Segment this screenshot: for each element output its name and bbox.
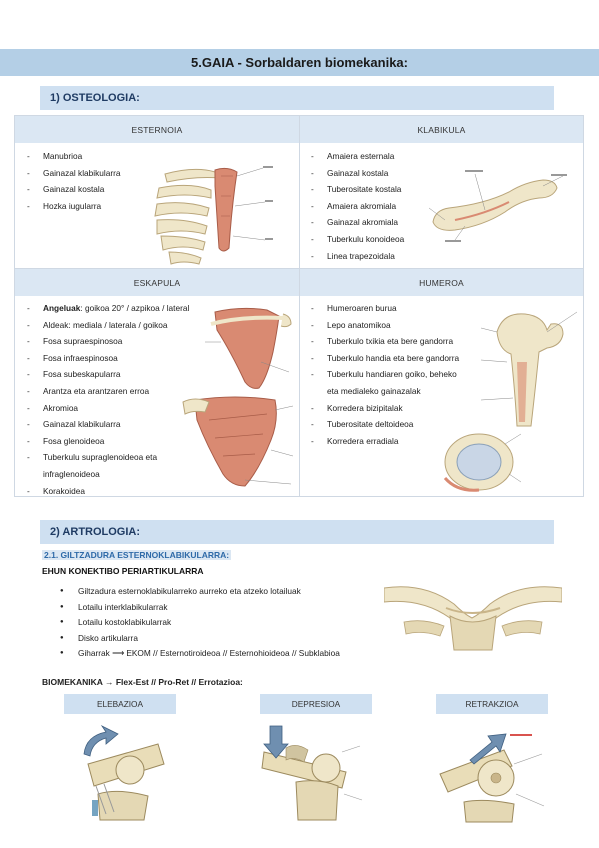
esternoia-header-text: ESTERNOIA [131,124,183,135]
list-item: Tuberkulu supraglenoideoa eta [27,449,189,466]
list-item: Hozka iugularra [27,198,120,215]
subheading-giltzadura: 2.1. GILTZADURA ESTERNOKLABIKULARRA: [42,550,232,560]
list-item: Lotailu kostoklabikularrak [60,615,340,631]
subheading-text: 2.1. GILTZADURA ESTERNOKLABIKULARRA: [42,550,232,560]
list-item: Tuberkulo txikia eta bere gandorra [311,333,459,350]
list-item: Linea trapezoidala [311,248,404,265]
list-item-continuation: infraglenoideoa [43,468,100,479]
list-item: Giltzadura esternoklabikularreko aurreko… [60,584,340,600]
list-item: Tuberkulu konoideoa [311,231,404,248]
esternoia-list: Manubrioa Gainazal klabikularra Gainazal… [27,148,120,214]
osteologia-table: ESTERNOIA KLABIKULA ESKAPULA HUMEROA Man… [14,115,584,499]
list-item: Arantza eta arantzaren erroa [27,383,189,400]
list-item-angeluak: Angeluak: goikoa 20° / azpikoa / lateral [27,300,189,317]
glenoid-illustration [443,433,522,492]
klabikula-list: Amaiera esternala Gainazal kostala Tuber… [311,148,404,264]
movement-label-text: DEPRESIOA [291,699,341,709]
list-item: Gainazal klabikularra [27,416,189,433]
list-item: Tuberositate deltoideoa [311,416,459,433]
movement-label-text: ELEBAZIOA [96,699,144,709]
scapula-anterior-illustration [182,396,294,487]
ehun-konektibo-heading: EHUN KONEKTIBO PERIARTIKULARRA [42,566,204,576]
artrologia-heading-text: 2) ARTROLOGIA: [50,526,141,538]
esternoia-header: ESTERNOIA [15,116,299,143]
list-item: Korredera bizipitalak [311,400,459,417]
list-item: Amaiera akromiala [311,198,404,215]
eskapula-header-text: ESKAPULA [133,277,181,288]
angeluak-text: : goikoa 20° / azpikoa / lateral [80,303,190,313]
sternum-illustration [154,166,273,265]
list-item: Humeroaren burua [311,300,459,317]
retrakzioa-illustration [439,733,545,823]
list-item: Fosa supraespinosoa [27,333,189,350]
table-divider-vertical [299,116,300,496]
list-item: Giharrak ⟶ EKOM // Esternotiroideoa // E… [60,646,340,662]
klabikula-header-text: KLABIKULA [417,124,466,135]
movement-label-elebazioa: ELEBAZIOA [64,694,176,714]
list-item: Gainazal kostala [311,165,404,182]
list-item: Fosa infraespinosoa [27,350,189,367]
scapula-posterior-illustration [205,307,292,389]
list-item: Tuberkulo handia eta bere gandorra [311,350,459,367]
list-item: Amaiera esternala [311,148,404,165]
klabikula-header: KLABIKULA [300,116,583,143]
list-item: Gainazal kostala [27,181,120,198]
eskapula-header: ESKAPULA [15,269,299,296]
list-item: Lotailu interklabikularrak [60,600,340,616]
ligament-list: Giltzadura esternoklabikularreko aurreko… [60,584,340,662]
depresioa-illustration [261,725,363,821]
list-item: Tuberositate kostala [311,181,404,198]
humeroa-header-text: HUMEROA [419,277,464,288]
eskapula-list: Angeluak: goikoa 20° / azpikoa / lateral… [27,300,189,499]
page-title: 5.GAIA - Sorbaldaren biomekanika: [0,49,599,76]
humeroa-list: Humeroaren burua Lepo anatomikoa Tuberku… [311,300,459,449]
list-item: Disko artikularra [60,631,340,647]
angeluak-label: Angeluak [43,303,81,313]
list-item: Fosa subeskapularra [27,366,189,383]
list-item: Korredera erradiala [311,433,459,450]
biomekanika-heading: BIOMEKANIKA → Flex-Est // Pro-Ret // Err… [42,677,243,687]
list-item-continuation: eta medialeko gainazalak [327,385,421,396]
list-item: Aldeak: mediala / laterala / goikoa [27,317,189,334]
list-item: Gainazal klabikularra [27,165,120,182]
page-title-text: 5.GAIA - Sorbaldaren biomekanika: [191,55,408,70]
list-item: Lepo anatomikoa [311,317,459,334]
humeroa-header: HUMEROA [300,269,583,296]
list-item: Gainazal akromiala [311,214,404,231]
list-item: Fosa glenoideoa [27,433,189,450]
table-divider-horizontal [15,268,583,269]
section-artrologia-heading: 2) ARTROLOGIA: [40,520,554,544]
movement-label-retrakzioa: RETRAKZIOA [436,694,548,714]
section-osteologia-heading: 1) OSTEOLOGIA: [40,86,554,110]
list-item: Tuberkulu handiaren goiko, beheko [311,366,459,383]
list-item: Akromioa [27,400,189,417]
clavicle-illustration [428,170,567,242]
movement-label-text: RETRAKZIOA [465,699,519,709]
sternoclavicular-joint-illustration [384,586,562,651]
movement-label-depresioa: DEPRESIOA [260,694,372,714]
humerus-illustration [480,311,578,427]
elebazioa-illustration [83,724,165,821]
osteologia-heading-text: 1) OSTEOLOGIA: [50,92,140,104]
list-item: Manubrioa [27,148,120,165]
list-item: Korakoidea [27,483,189,500]
